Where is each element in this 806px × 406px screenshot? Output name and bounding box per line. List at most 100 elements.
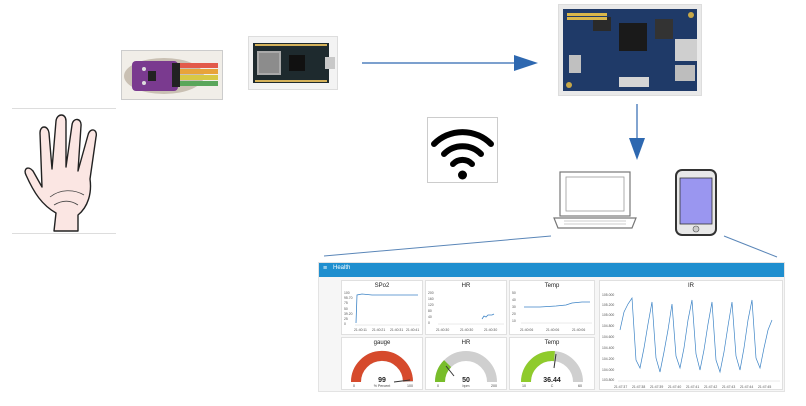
esp32-board-photo: [248, 36, 338, 90]
temp-chart-title: Temp: [544, 283, 560, 289]
temp-line-chart: 50 40 30 20 10 21:40:06 21:40:06 21:40:0…: [512, 291, 592, 332]
arrow-esp32-to-sbc: [362, 55, 538, 71]
temp-gauge-min: 10: [522, 384, 526, 388]
hand-illustration: [12, 108, 116, 234]
spo2-y-tick: 75: [344, 301, 348, 305]
connector-laptop-to-dashboard: [323, 235, 552, 257]
ir-x-tick: 21:47:38: [632, 385, 645, 389]
spo2-y-tick: 25: [344, 317, 348, 321]
spo2-gauge: 99 % Percent 0 100: [350, 350, 413, 388]
temp-y-tick: 10: [512, 319, 516, 323]
temp-y-tick: 20: [512, 312, 516, 316]
spo2-x-tick: 21:40:41: [406, 328, 419, 332]
spo2-y-tick: 95.70: [344, 296, 353, 300]
hr-x-tick: 21:40:30: [436, 328, 449, 332]
ir-y-tick: 104.600: [602, 335, 614, 339]
ir-series-line: [619, 296, 773, 374]
hr-gauge-max: 200: [491, 384, 497, 388]
hr-y-tick: 80: [428, 309, 432, 313]
spo2-gauge-fill: [350, 350, 413, 383]
temp-gauge-max: 60: [578, 384, 582, 388]
spo2-x-tick: 21:40:11: [354, 328, 367, 332]
temp-chart-card: Temp 50 40 30 20 10 21:40:06 21:40:06 21…: [509, 280, 595, 335]
ir-y-tick: 104.800: [602, 324, 614, 328]
smartphone-illustration: [673, 168, 719, 238]
hr-y-tick: 200: [428, 291, 434, 295]
ir-chart-card: IR 105.000 105.200 105.000 104.800 104.6…: [599, 280, 783, 390]
temp-y-tick: 50: [512, 291, 516, 295]
hr-gauge-card: HR 50 bpm 0 200: [425, 337, 507, 390]
ir-y-tick: 104.200: [602, 357, 614, 361]
microcontroller-icon: [253, 43, 335, 83]
spo2-gauge-max: 100: [407, 384, 413, 388]
health-dashboard: ≡ Health SPo2 100 95.70 75 50 39.20 25 0…: [318, 262, 785, 392]
hr-gauge-title: HR: [461, 340, 471, 346]
ir-y-tick: 105.200: [602, 303, 614, 307]
spo2-gauge-needle: [393, 379, 411, 383]
ir-x-tick: 21:47:37: [614, 385, 627, 389]
temp-gauge-card: Temp 36.44 C 10 60: [509, 337, 595, 390]
temp-gauge: 36.44 C 10 60: [521, 351, 583, 388]
sbc-board-icon: [563, 9, 697, 91]
spo2-gauge-unit: % Percent: [374, 384, 391, 388]
smartphone-icon: [675, 169, 717, 236]
ir-chart-title: IR: [688, 283, 694, 289]
ir-line-chart: 105.000 105.200 105.000 104.800 104.600 …: [602, 293, 780, 389]
single-board-computer-photo: [558, 4, 702, 96]
ir-y-tick: 104.400: [602, 346, 614, 350]
ir-x-tick: 21:47:45: [758, 385, 771, 389]
spo2-x-tick: 21:40:31: [390, 328, 403, 332]
temp-gauge-title: Temp: [544, 340, 560, 346]
hr-gauge-unit: bpm: [463, 384, 470, 388]
spo2-series-line: [355, 293, 418, 324]
spo2-y-ticks: 100 95.70 75 50 39.20 25 0: [344, 291, 353, 326]
ir-y-tick: 104.000: [602, 368, 614, 372]
spo2-gauge-value: 99: [378, 377, 386, 384]
spo2-chart-title: SPo2: [374, 283, 390, 289]
hr-x-tick: 21:40:30: [460, 328, 473, 332]
ir-x-tick: 21:47:42: [704, 385, 717, 389]
arrow-sbc-to-laptop: [629, 104, 645, 160]
wifi-illustration: [427, 117, 498, 183]
hr-y-tick: 0: [428, 321, 430, 325]
ir-x-tick: 21:47:44: [740, 385, 753, 389]
temp-gauge-fill: [521, 351, 555, 383]
spo2-y-tick: 39.20: [344, 312, 353, 316]
hr-chart-card: HR 200 160 120 80 40 0 21:40:30 21:40:30…: [425, 280, 507, 335]
temp-y-tick: 40: [512, 298, 516, 302]
hr-y-tick: 160: [428, 297, 434, 301]
temp-x-tick: 21:40:06: [546, 328, 559, 332]
temp-y-tick: 30: [512, 305, 516, 309]
ir-x-tick: 21:47:40: [668, 385, 681, 389]
hr-x-tick: 21:40:30: [484, 328, 497, 332]
menu-icon[interactable]: ≡: [323, 265, 328, 272]
hr-y-tick: 40: [428, 315, 432, 319]
spo2-y-tick: 50: [344, 307, 348, 311]
temp-gauge-unit: C: [551, 384, 554, 388]
connector-phone-to-dashboard: [723, 235, 778, 258]
temp-series-line: [524, 301, 590, 308]
hand-icon: [24, 114, 98, 232]
hr-gauge-needle: [445, 365, 455, 377]
hr-gauge-min: 0: [437, 384, 439, 388]
spo2-chart-card: SPo2 100 95.70 75 50 39.20 25 0 21:40:11…: [341, 280, 423, 335]
ir-x-tick: 21:47:41: [686, 385, 699, 389]
ir-x-tick: 21:47:39: [650, 385, 663, 389]
spo2-gauge-title: gauge: [373, 340, 391, 346]
hr-y-tick: 120: [428, 303, 434, 307]
spo2-gauge-min: 0: [353, 384, 355, 388]
laptop-icon: [553, 171, 637, 229]
spo2-x-tick: 21:40:21: [372, 328, 385, 332]
spo2-y-tick: 0: [344, 322, 346, 326]
hr-chart-title: HR: [461, 283, 471, 289]
laptop-illustration: [552, 170, 638, 232]
pulse-sensor-photo: [121, 50, 223, 100]
hr-gauge-fill: [435, 360, 452, 383]
sensor-board-icon: [124, 58, 218, 94]
temp-gauge-value: 36.44: [543, 377, 561, 384]
hr-gauge-value: 50: [462, 377, 470, 384]
hr-series-line: [481, 313, 495, 320]
spo2-y-tick: 100: [344, 291, 350, 295]
temp-x-tick: 21:40:06: [572, 328, 585, 332]
